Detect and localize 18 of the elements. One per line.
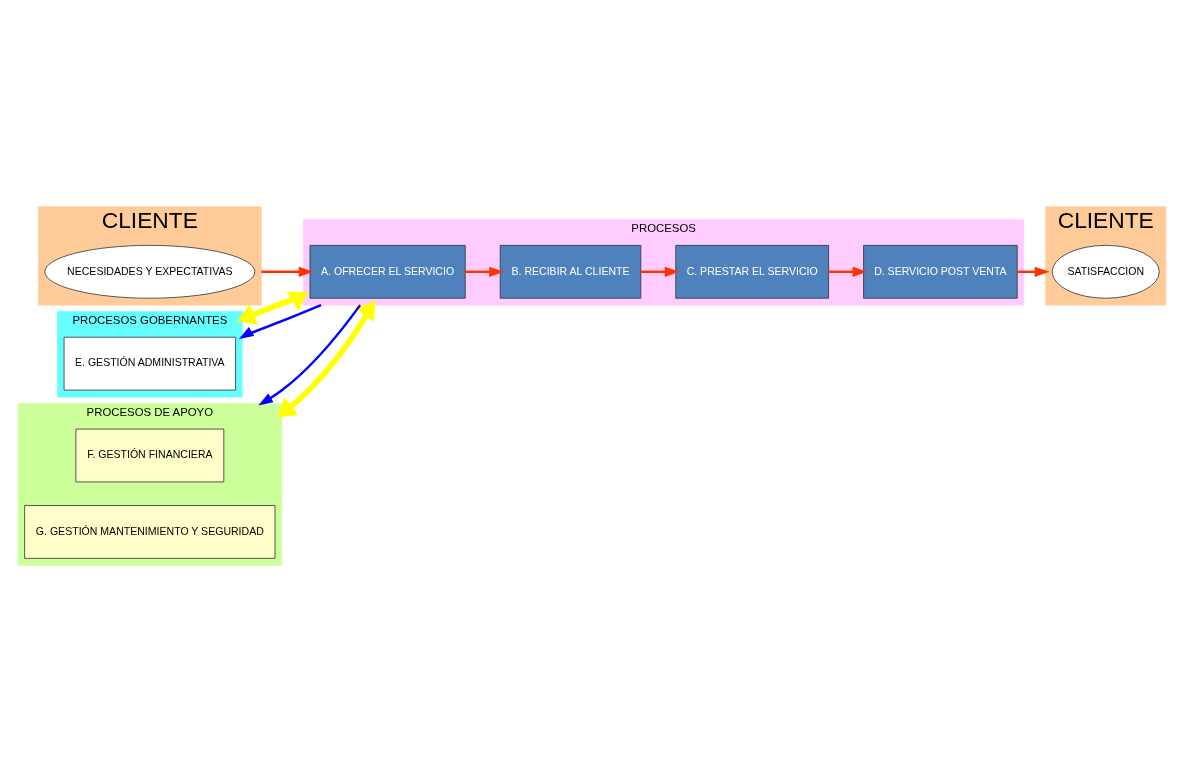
arrow <box>640 266 680 277</box>
node-box: B. RECIBIR AL CLIENTE <box>499 244 642 299</box>
arrow <box>465 266 504 277</box>
node-box: C. PRESTAR EL SERVICIO <box>675 244 829 299</box>
node-box: A. OFRECER EL SERVICIO <box>309 244 466 299</box>
arrow <box>237 291 309 325</box>
arrow <box>258 304 362 406</box>
arrow <box>277 300 376 418</box>
arrow <box>238 304 322 339</box>
node-box: G. GESTIÓN MANTENIMIENTO Y SEGURIDAD <box>24 505 276 559</box>
node-box: E. GESTIÓN ADMINISTRATIVA <box>63 336 236 391</box>
node-ellipse: SATISFACCION <box>1051 244 1160 299</box>
arrow <box>1017 266 1050 277</box>
node-box: F. GESTIÓN FINANCIERA <box>75 428 225 483</box>
arrow <box>828 266 868 277</box>
arrow <box>261 266 314 277</box>
node-ellipse: NECESIDADES Y EXPECTATIVAS <box>44 244 256 299</box>
node-box: D. SERVICIO POST VENTA <box>863 244 1018 299</box>
